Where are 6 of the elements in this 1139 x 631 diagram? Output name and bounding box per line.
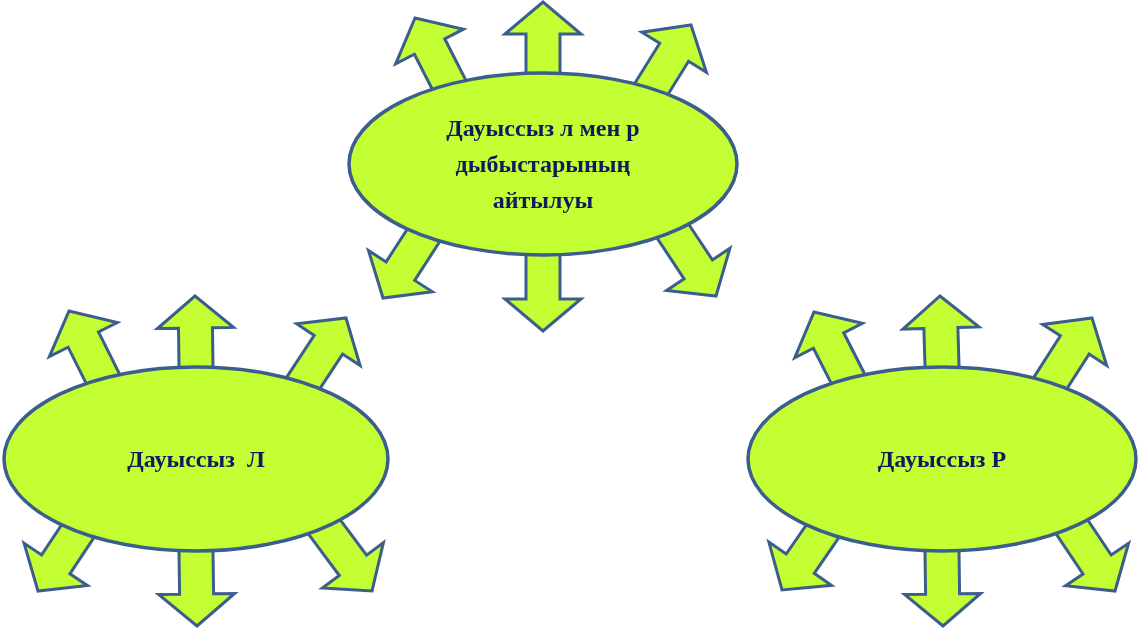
topic-ellipse — [347, 71, 739, 257]
topic-ellipse — [746, 365, 1138, 553]
topic-ellipse — [2, 365, 390, 553]
node-label: Дауыссыз Л — [127, 445, 265, 474]
node-label: Дауыссыз Р — [877, 445, 1007, 474]
node-label: Дауыссыз л мен р дыбыстарының айтылуы — [445, 114, 641, 215]
